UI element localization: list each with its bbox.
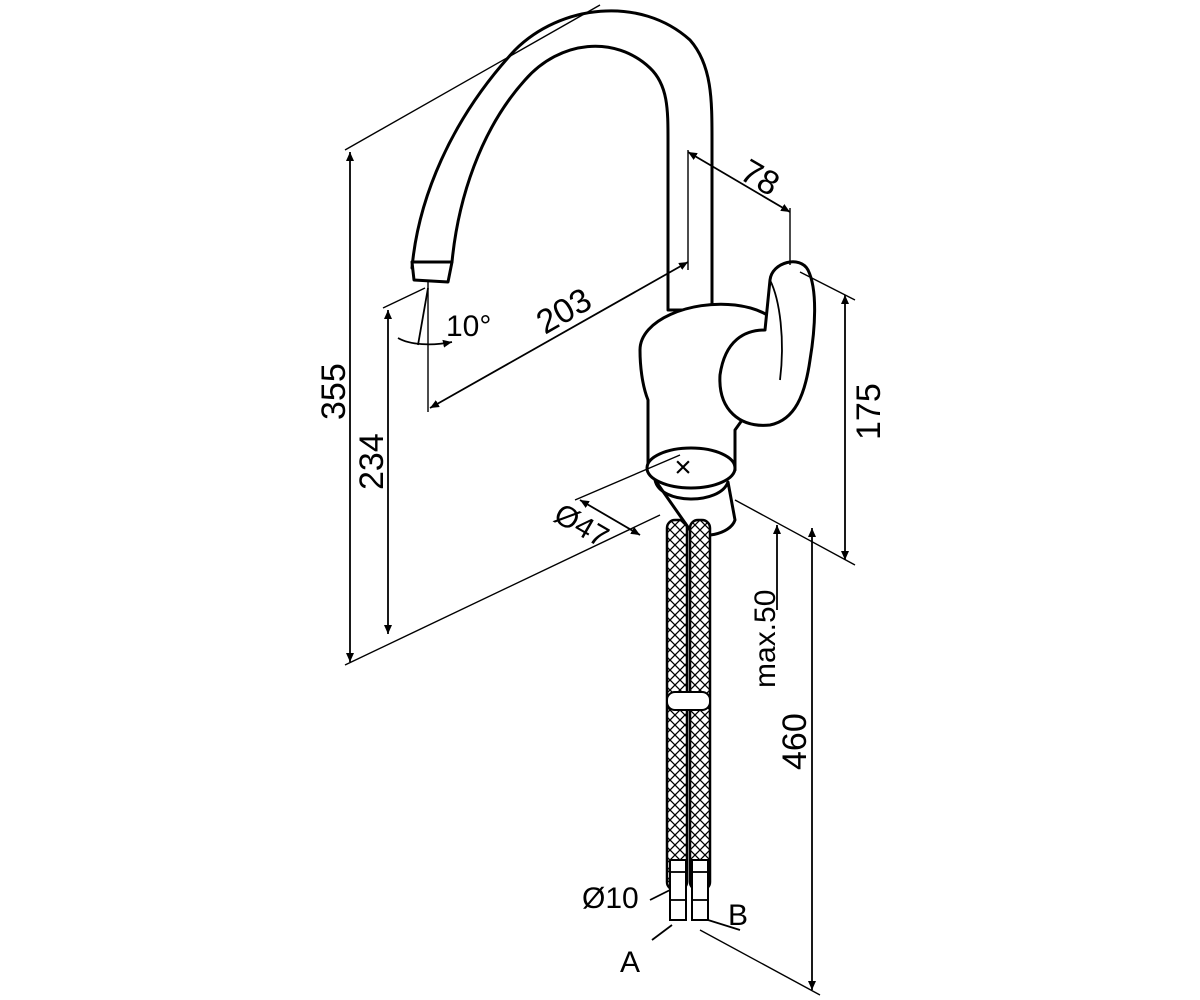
spout	[410, 9, 714, 312]
dim-203: 203	[530, 281, 598, 342]
spout-tip	[410, 260, 454, 284]
cross-mark: ×	[674, 451, 692, 484]
dim-78: 78	[734, 152, 786, 204]
label-a: A	[620, 946, 640, 979]
base-top	[645, 446, 737, 490]
dim-175: 175	[850, 383, 888, 440]
dim-460: 460	[776, 713, 814, 770]
dim-o10: Ø10	[582, 882, 639, 915]
dimension-lines	[344, 4, 856, 996]
dim-234: 234	[353, 433, 391, 490]
dim-max50: max.50	[749, 590, 782, 688]
dim-angle-10: 10°	[446, 310, 491, 343]
lever-edge	[769, 279, 783, 381]
faucet-body: ×	[410, 9, 817, 537]
supply-hoses	[665, 518, 712, 921]
hose-joint	[666, 691, 711, 711]
hose-b-nut	[691, 859, 709, 921]
hose-a-nut	[669, 859, 687, 921]
dim-355: 355	[315, 363, 353, 420]
lever-handle	[718, 260, 817, 427]
label-b: B	[728, 899, 748, 932]
dim-o47: Ø47	[549, 497, 615, 554]
